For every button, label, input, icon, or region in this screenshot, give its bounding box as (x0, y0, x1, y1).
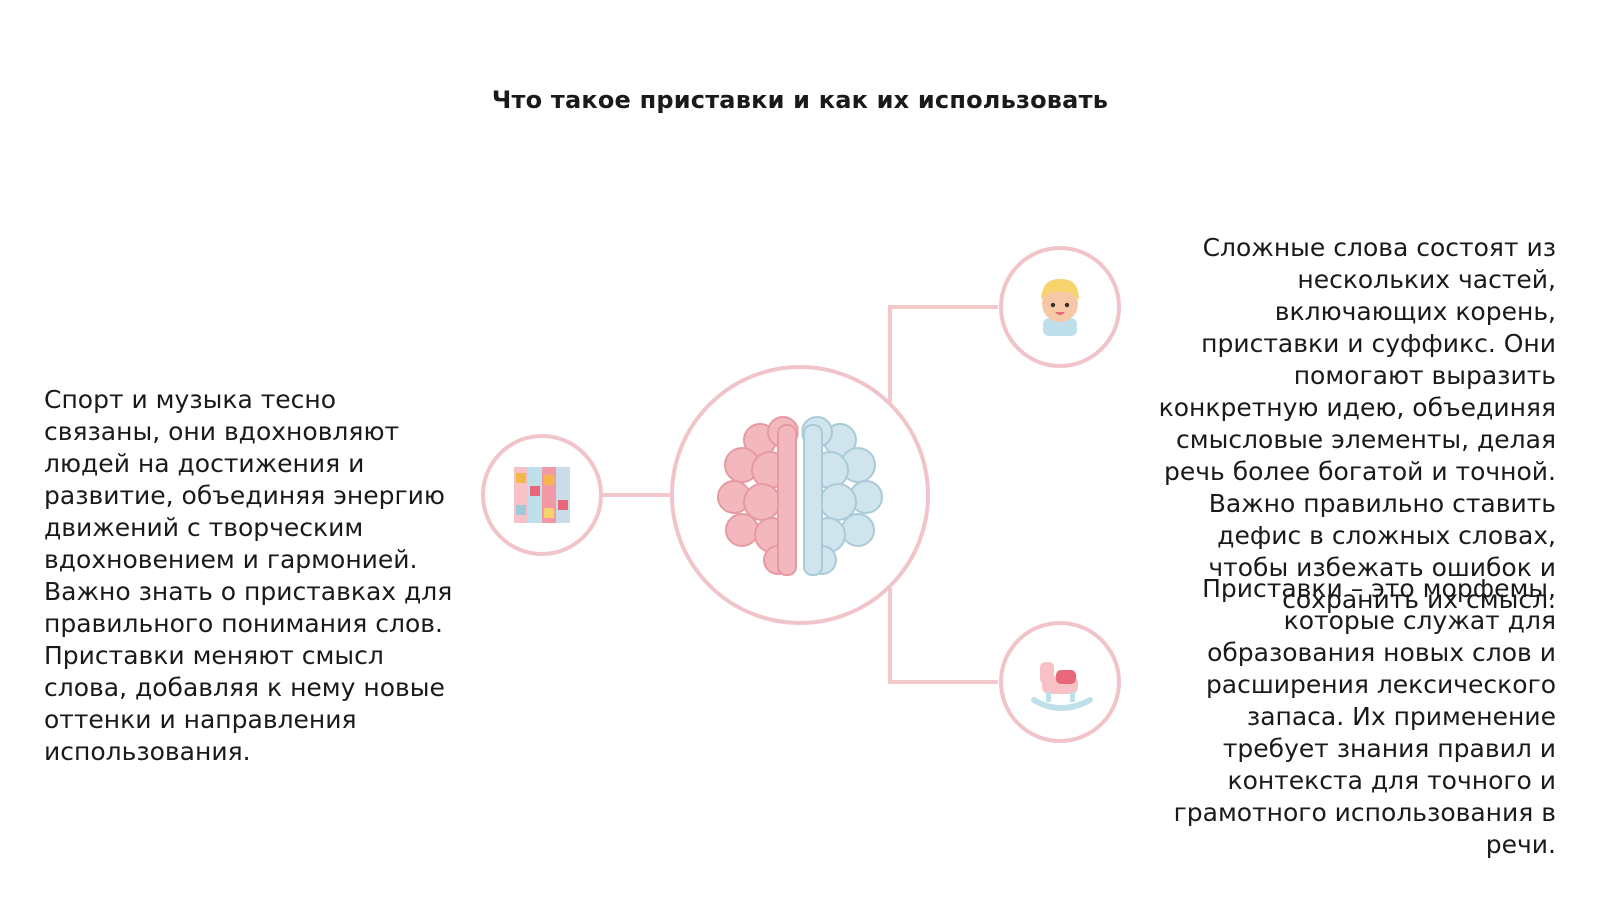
brain-icon (717, 416, 883, 580)
center-node (670, 365, 930, 625)
bottom-right-node (999, 621, 1121, 743)
right-top-description: Сложные слова состоят из нескольких част… (1158, 233, 1556, 614)
left-description: Спорт и музыка тесно связаны, они вдохно… (44, 385, 453, 766)
puzzle-blocks-icon (514, 467, 570, 523)
left-node (481, 434, 603, 556)
child-face-icon (1041, 278, 1079, 336)
rocking-horse-icon (1031, 662, 1093, 711)
page-title: Что такое приставки и как их использоват… (491, 86, 1109, 114)
top-right-node (999, 246, 1121, 368)
connector-lines (600, 305, 998, 684)
right-bottom-description: Приставки – это морфемы, которые служат … (1173, 574, 1556, 859)
connector-bottom-right (888, 588, 998, 684)
connector-top-right (888, 305, 998, 402)
